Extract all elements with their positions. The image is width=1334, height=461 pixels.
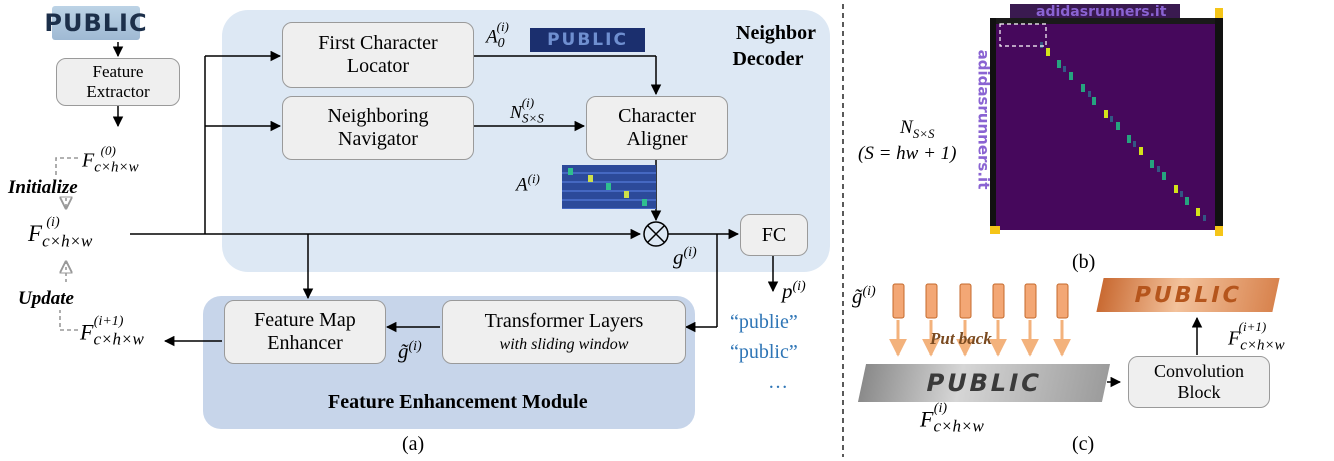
transformer-layers-line1: Transformer Layers xyxy=(484,309,644,332)
prediction-1: “publie” xyxy=(730,311,798,333)
feature-map-enhancer-line2: Enhancer xyxy=(267,332,343,354)
feature-enhancement-title: Feature Enhancement Module xyxy=(328,391,588,413)
ai-attention-image xyxy=(562,165,656,209)
feature-extractor-line2: Extractor xyxy=(86,82,150,101)
g-tilde-label-a: g̃(i) xyxy=(398,339,422,363)
neighbor-decoder-title: Neighbor Decoder xyxy=(720,20,816,72)
feature-extractor-box: Feature Extractor xyxy=(56,58,180,106)
output-feature-map: PUBLIC xyxy=(1096,278,1280,312)
convolution-block-line1: Convolution xyxy=(1153,361,1244,382)
fc-box: FC xyxy=(740,214,808,256)
input-feature-map: PUBLIC xyxy=(857,364,1111,402)
input-word-text: PUBLIC xyxy=(44,9,148,37)
s-equation-label: (S = hw + 1) xyxy=(858,143,957,164)
gi-label: g(i) xyxy=(673,245,697,269)
g-tilde-label-c: g̃(i) xyxy=(852,284,876,308)
character-aligner-box: Character Aligner xyxy=(586,96,728,160)
fi-c-label: Fc×h×w(i) xyxy=(920,401,984,436)
pi-label: p(i) xyxy=(782,279,806,303)
update-label: Update xyxy=(18,288,74,309)
neighboring-navigator-line1: Neighboring xyxy=(327,105,429,127)
fi1-c-label: Fc×h×w(i+1) xyxy=(1228,319,1285,354)
prediction-2: “public” xyxy=(730,341,798,363)
character-aligner-line2: Aligner xyxy=(626,128,688,150)
transformer-layers-line2: with sliding window xyxy=(499,335,629,353)
convolution-block-line2: Block xyxy=(1177,382,1221,402)
first-character-locator-line2: Locator xyxy=(346,55,410,77)
fi-label: Fc×h×w(i) xyxy=(28,215,93,251)
convolution-block-box: Convolution Block xyxy=(1128,356,1270,408)
neighbor-decoder-title-line1: Neighbor xyxy=(736,22,816,44)
nsxs-label: NS×S(i) xyxy=(510,95,544,126)
feature-extractor-line1: Feature xyxy=(92,62,144,82)
a0-attention-text: PUBLIC xyxy=(547,30,628,50)
transformer-layers-box: Transformer Layers with sliding window xyxy=(442,300,686,364)
heatmap-side-text: adidasrunners.it xyxy=(974,49,993,190)
output-feature-map-text: PUBLIC xyxy=(1131,282,1245,308)
heatmap-top-text: adidasrunners.it xyxy=(1036,4,1167,20)
attention-heatmap xyxy=(990,4,1223,236)
initialize-label: Initialize xyxy=(8,177,78,198)
neighboring-navigator-box: Neighboring Navigator xyxy=(282,96,474,160)
caption-a: (a) xyxy=(402,433,425,455)
prediction-ellipsis: … xyxy=(768,371,788,393)
first-character-locator-line1: First Character xyxy=(318,32,438,54)
ai-label: A(i) xyxy=(516,171,540,196)
first-character-locator-box: First Character Locator xyxy=(282,22,474,88)
feature-map-enhancer-line1: Feature Map xyxy=(254,309,356,331)
fi1-label: Fc×h×w(i+1) xyxy=(80,314,144,349)
character-aligner-line1: Character xyxy=(618,105,696,127)
fc-label: FC xyxy=(761,223,787,246)
nsxs-b-label: NS×S xyxy=(900,117,935,141)
feature-map-text: PUBLIC xyxy=(923,369,1045,397)
caption-b: (b) xyxy=(1072,251,1096,273)
a0-label: A0(i) xyxy=(486,19,509,52)
neighbor-decoder-title-line2: Decoder xyxy=(732,48,804,70)
a0-attention-image: PUBLIC xyxy=(530,28,645,52)
caption-c: (c) xyxy=(1072,433,1095,455)
put-back-label: Put back xyxy=(930,329,992,348)
neighboring-navigator-line2: Navigator xyxy=(338,128,418,150)
f0-label: Fc×h×w(0) xyxy=(82,143,139,176)
feature-map-enhancer-box: Feature Map Enhancer xyxy=(224,300,386,364)
input-word-image: PUBLIC xyxy=(44,6,147,40)
